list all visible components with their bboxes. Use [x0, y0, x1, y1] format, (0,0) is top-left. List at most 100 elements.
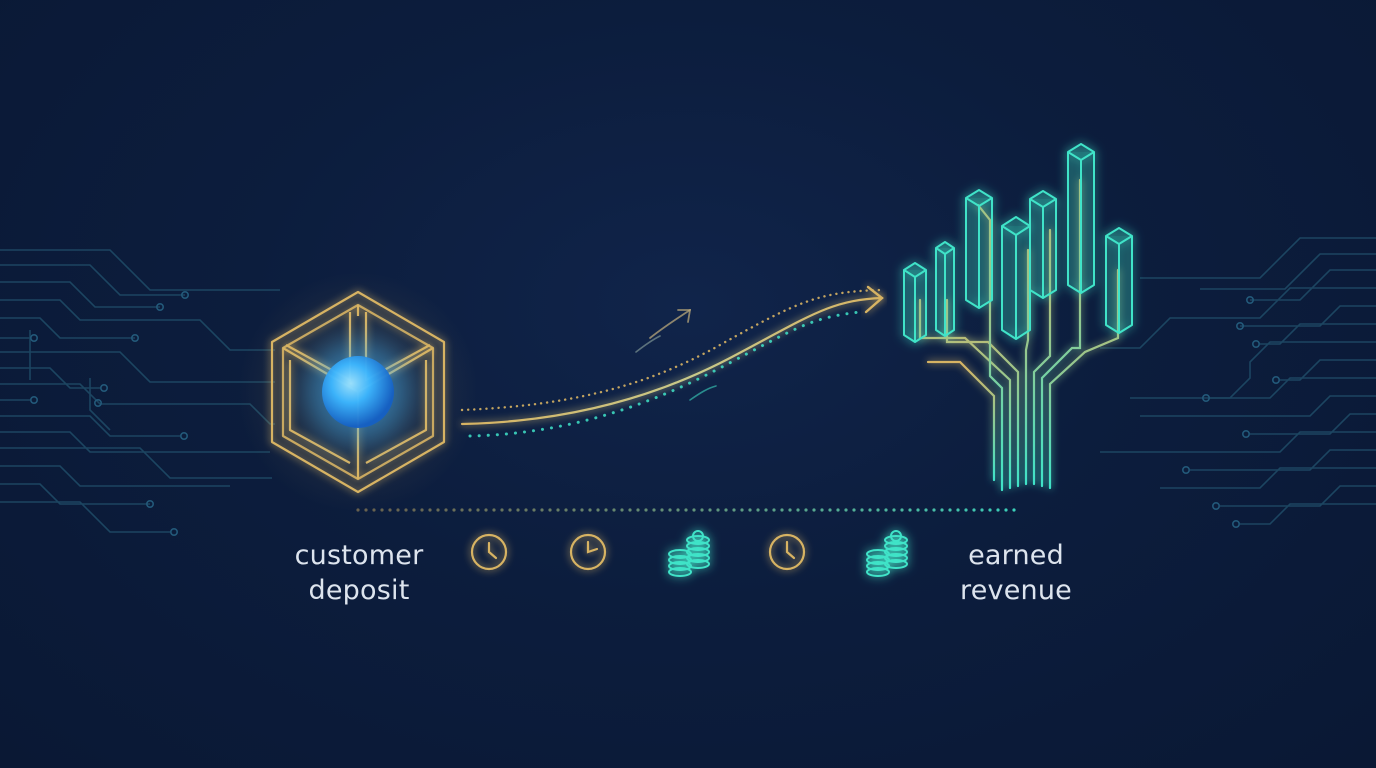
timeline-dot: [780, 508, 784, 512]
timeline-dot: [404, 508, 408, 512]
timeline-dot: [468, 508, 472, 512]
timeline-dot: [380, 508, 384, 512]
earned-revenue-label: earned revenue: [906, 538, 1126, 608]
timeline-dot: [876, 508, 880, 512]
timeline-dot: [564, 508, 568, 512]
left-circuit-traces: [0, 249, 280, 533]
end-label-line-1: earned: [968, 540, 1064, 571]
bar-1: [903, 262, 927, 343]
timeline-dot: [908, 508, 912, 512]
timeline-dot: [676, 508, 680, 512]
clock-icon: [470, 533, 508, 571]
timeline-dot: [476, 508, 480, 512]
timeline-dot: [636, 508, 640, 512]
timeline-dot: [1004, 508, 1008, 512]
coin-stack-icon: [866, 530, 908, 577]
timeline-dot: [652, 508, 656, 512]
bar-2: [935, 241, 955, 337]
timeline-dot: [492, 508, 496, 512]
timeline-dot: [396, 508, 400, 512]
timeline-dot: [852, 508, 856, 512]
timeline-dot: [500, 508, 504, 512]
timeline-dot: [372, 508, 376, 512]
timeline-dot: [660, 508, 664, 512]
bar-6: [1067, 143, 1095, 294]
blue-orb: [322, 356, 394, 428]
timeline-dot: [524, 508, 528, 512]
bar-5: [1029, 190, 1057, 299]
timeline-dot: [388, 508, 392, 512]
timeline-dot: [612, 508, 616, 512]
timeline-dot: [628, 508, 632, 512]
timeline-dot: [756, 508, 760, 512]
timeline-dot: [948, 508, 952, 512]
start-label-line-2: deposit: [308, 575, 410, 606]
timeline-dot: [412, 508, 416, 512]
timeline-dot: [916, 508, 920, 512]
timeline-dot: [956, 508, 960, 512]
timeline-dot: [892, 508, 896, 512]
timeline-dot: [580, 508, 584, 512]
timeline-dot: [940, 508, 944, 512]
timeline-dot: [964, 508, 968, 512]
revenue-tree-icon: [903, 143, 1133, 492]
timeline-dot: [540, 508, 544, 512]
timeline-dot: [516, 508, 520, 512]
timeline-dot: [508, 508, 512, 512]
timeline-dot: [444, 508, 448, 512]
timeline-dot: [972, 508, 976, 512]
timeline-dot: [932, 508, 936, 512]
timeline-dot: [708, 508, 712, 512]
bar-group: [903, 143, 1133, 343]
timeline-dot: [748, 508, 752, 512]
timeline-dot: [1012, 508, 1016, 512]
timeline-dot: [732, 508, 736, 512]
timeline-dot: [860, 508, 864, 512]
bar-4: [1001, 216, 1031, 340]
timeline-dot: [988, 508, 992, 512]
timeline-dot: [716, 508, 720, 512]
coin-stack-icon: [668, 530, 710, 577]
timeline-dot: [484, 508, 488, 512]
timeline-dot: [844, 508, 848, 512]
timeline-dot: [980, 508, 984, 512]
timeline-dot: [428, 508, 432, 512]
timeline-dot: [692, 508, 696, 512]
right-circuit-traces: [1100, 237, 1376, 525]
timeline-dot: [868, 508, 872, 512]
timeline-dot: [684, 508, 688, 512]
timeline-dot: [884, 508, 888, 512]
timeline-dot: [460, 508, 464, 512]
timeline-dot: [924, 508, 928, 512]
timeline-dot: [788, 508, 792, 512]
timeline-dot: [644, 508, 648, 512]
timeline-dot: [828, 508, 832, 512]
timeline-dot: [996, 508, 1000, 512]
timeline-dot: [772, 508, 776, 512]
timeline-dot: [588, 508, 592, 512]
timeline-dot: [604, 508, 608, 512]
timeline-dot: [796, 508, 800, 512]
left-circuit-nodes: [29, 290, 190, 536]
flow-arrow: [460, 285, 884, 438]
timeline-dot: [724, 508, 728, 512]
timeline-dot: [548, 508, 552, 512]
timeline-dot: [700, 508, 704, 512]
start-label-line-1: customer: [294, 540, 424, 571]
timeline-dot: [596, 508, 600, 512]
timeline-dot: [556, 508, 560, 512]
timeline-dots: [356, 508, 1016, 512]
customer-deposit-label: customer deposit: [249, 538, 469, 608]
timeline-dot: [820, 508, 824, 512]
timeline-dot: [740, 508, 744, 512]
timeline-dot: [668, 508, 672, 512]
timeline-dot: [804, 508, 808, 512]
timeline-dot: [764, 508, 768, 512]
timeline-dot: [812, 508, 816, 512]
timeline-dot: [420, 508, 424, 512]
timeline-dot: [836, 508, 840, 512]
end-label-line-2: revenue: [960, 575, 1072, 606]
timeline-dot: [356, 508, 360, 512]
